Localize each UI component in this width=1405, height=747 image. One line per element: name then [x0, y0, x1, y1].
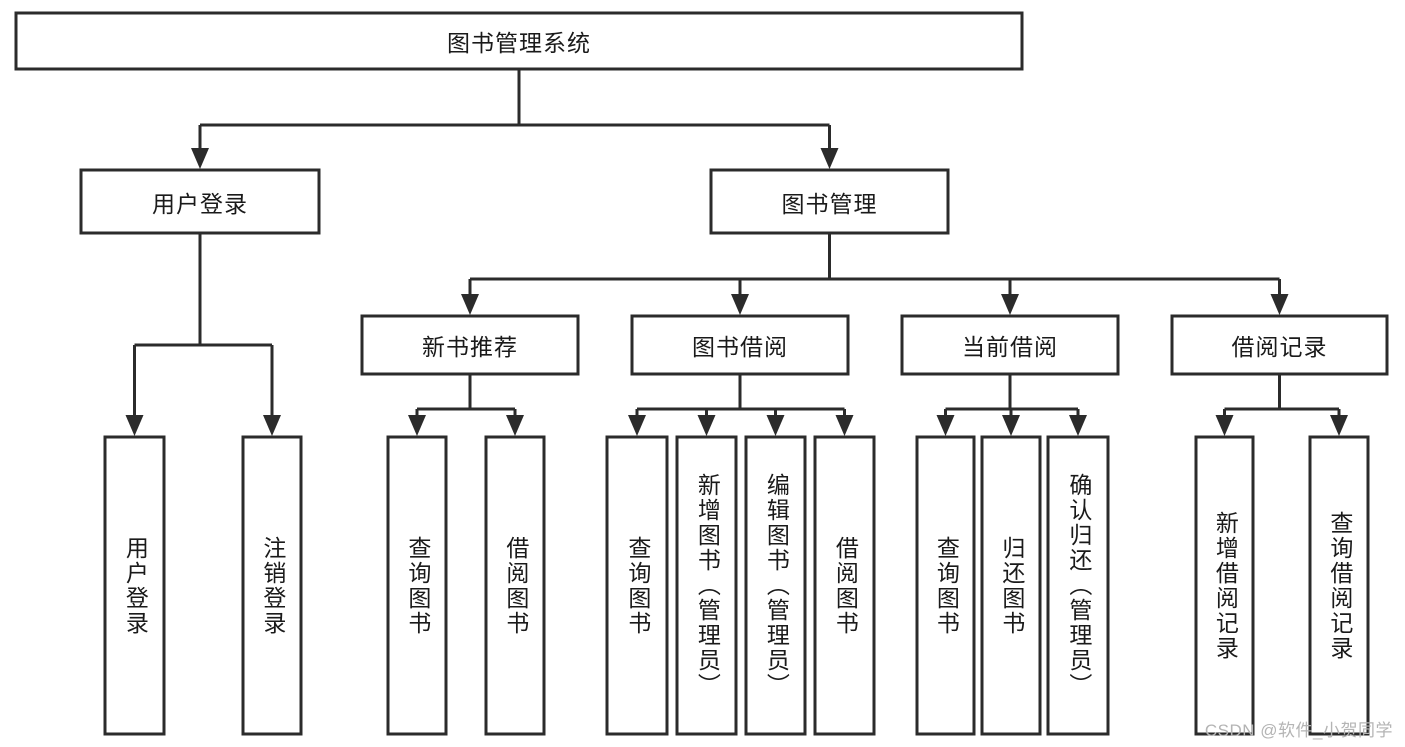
- node-box-l_logout[interactable]: [241, 435, 303, 736]
- node-box-n_query[interactable]: [386, 435, 448, 736]
- edge-arrowhead: [1002, 415, 1020, 436]
- watermark-text: CSDN @软件_小贺同学: [1204, 721, 1393, 740]
- edge-arrowhead: [936, 415, 955, 436]
- edge-arrowhead: [1215, 415, 1234, 436]
- edge-arrowhead: [1069, 415, 1087, 436]
- node-box-b_add[interactable]: [675, 435, 738, 736]
- node-box-n_borrow[interactable]: [484, 435, 546, 736]
- edge-arrowhead: [766, 415, 785, 436]
- edge-arrowhead: [125, 415, 144, 436]
- edge-arrowhead: [408, 415, 426, 436]
- edge-arrowhead: [835, 415, 854, 436]
- node-box-records[interactable]: [1170, 314, 1389, 376]
- edge-arrowhead: [461, 294, 479, 315]
- node-box-root[interactable]: [14, 11, 1024, 71]
- edges-layer: [125, 69, 1348, 436]
- node-box-c_return[interactable]: [980, 435, 1042, 736]
- node-box-newbook[interactable]: [360, 314, 580, 376]
- node-box-b_edit[interactable]: [744, 435, 807, 736]
- node-box-borrow[interactable]: [630, 314, 850, 376]
- edge-arrowhead: [1330, 415, 1348, 436]
- edge-arrowhead: [628, 415, 646, 436]
- edge-arrowhead: [191, 148, 209, 169]
- node-box-login[interactable]: [79, 168, 321, 235]
- node-box-current[interactable]: [900, 314, 1120, 376]
- node-box-b_lend[interactable]: [813, 435, 876, 736]
- edge-arrowhead: [1270, 294, 1289, 315]
- edge-arrowhead: [506, 415, 524, 436]
- edge-arrowhead: [697, 415, 716, 436]
- node-box-c_confirm[interactable]: [1046, 435, 1110, 736]
- node-box-c_query[interactable]: [915, 435, 976, 736]
- edge-arrowhead: [263, 415, 281, 436]
- edge-arrowhead: [1001, 294, 1019, 315]
- node-box-b_query[interactable]: [605, 435, 669, 736]
- node-box-r_add[interactable]: [1194, 435, 1255, 736]
- nodes-layer: [14, 11, 1389, 736]
- node-box-r_query[interactable]: [1308, 435, 1370, 736]
- node-box-l_login[interactable]: [103, 435, 166, 736]
- node-box-bookmgmt[interactable]: [709, 168, 950, 235]
- edge-arrowhead: [731, 294, 749, 315]
- edge-arrowhead: [820, 148, 839, 169]
